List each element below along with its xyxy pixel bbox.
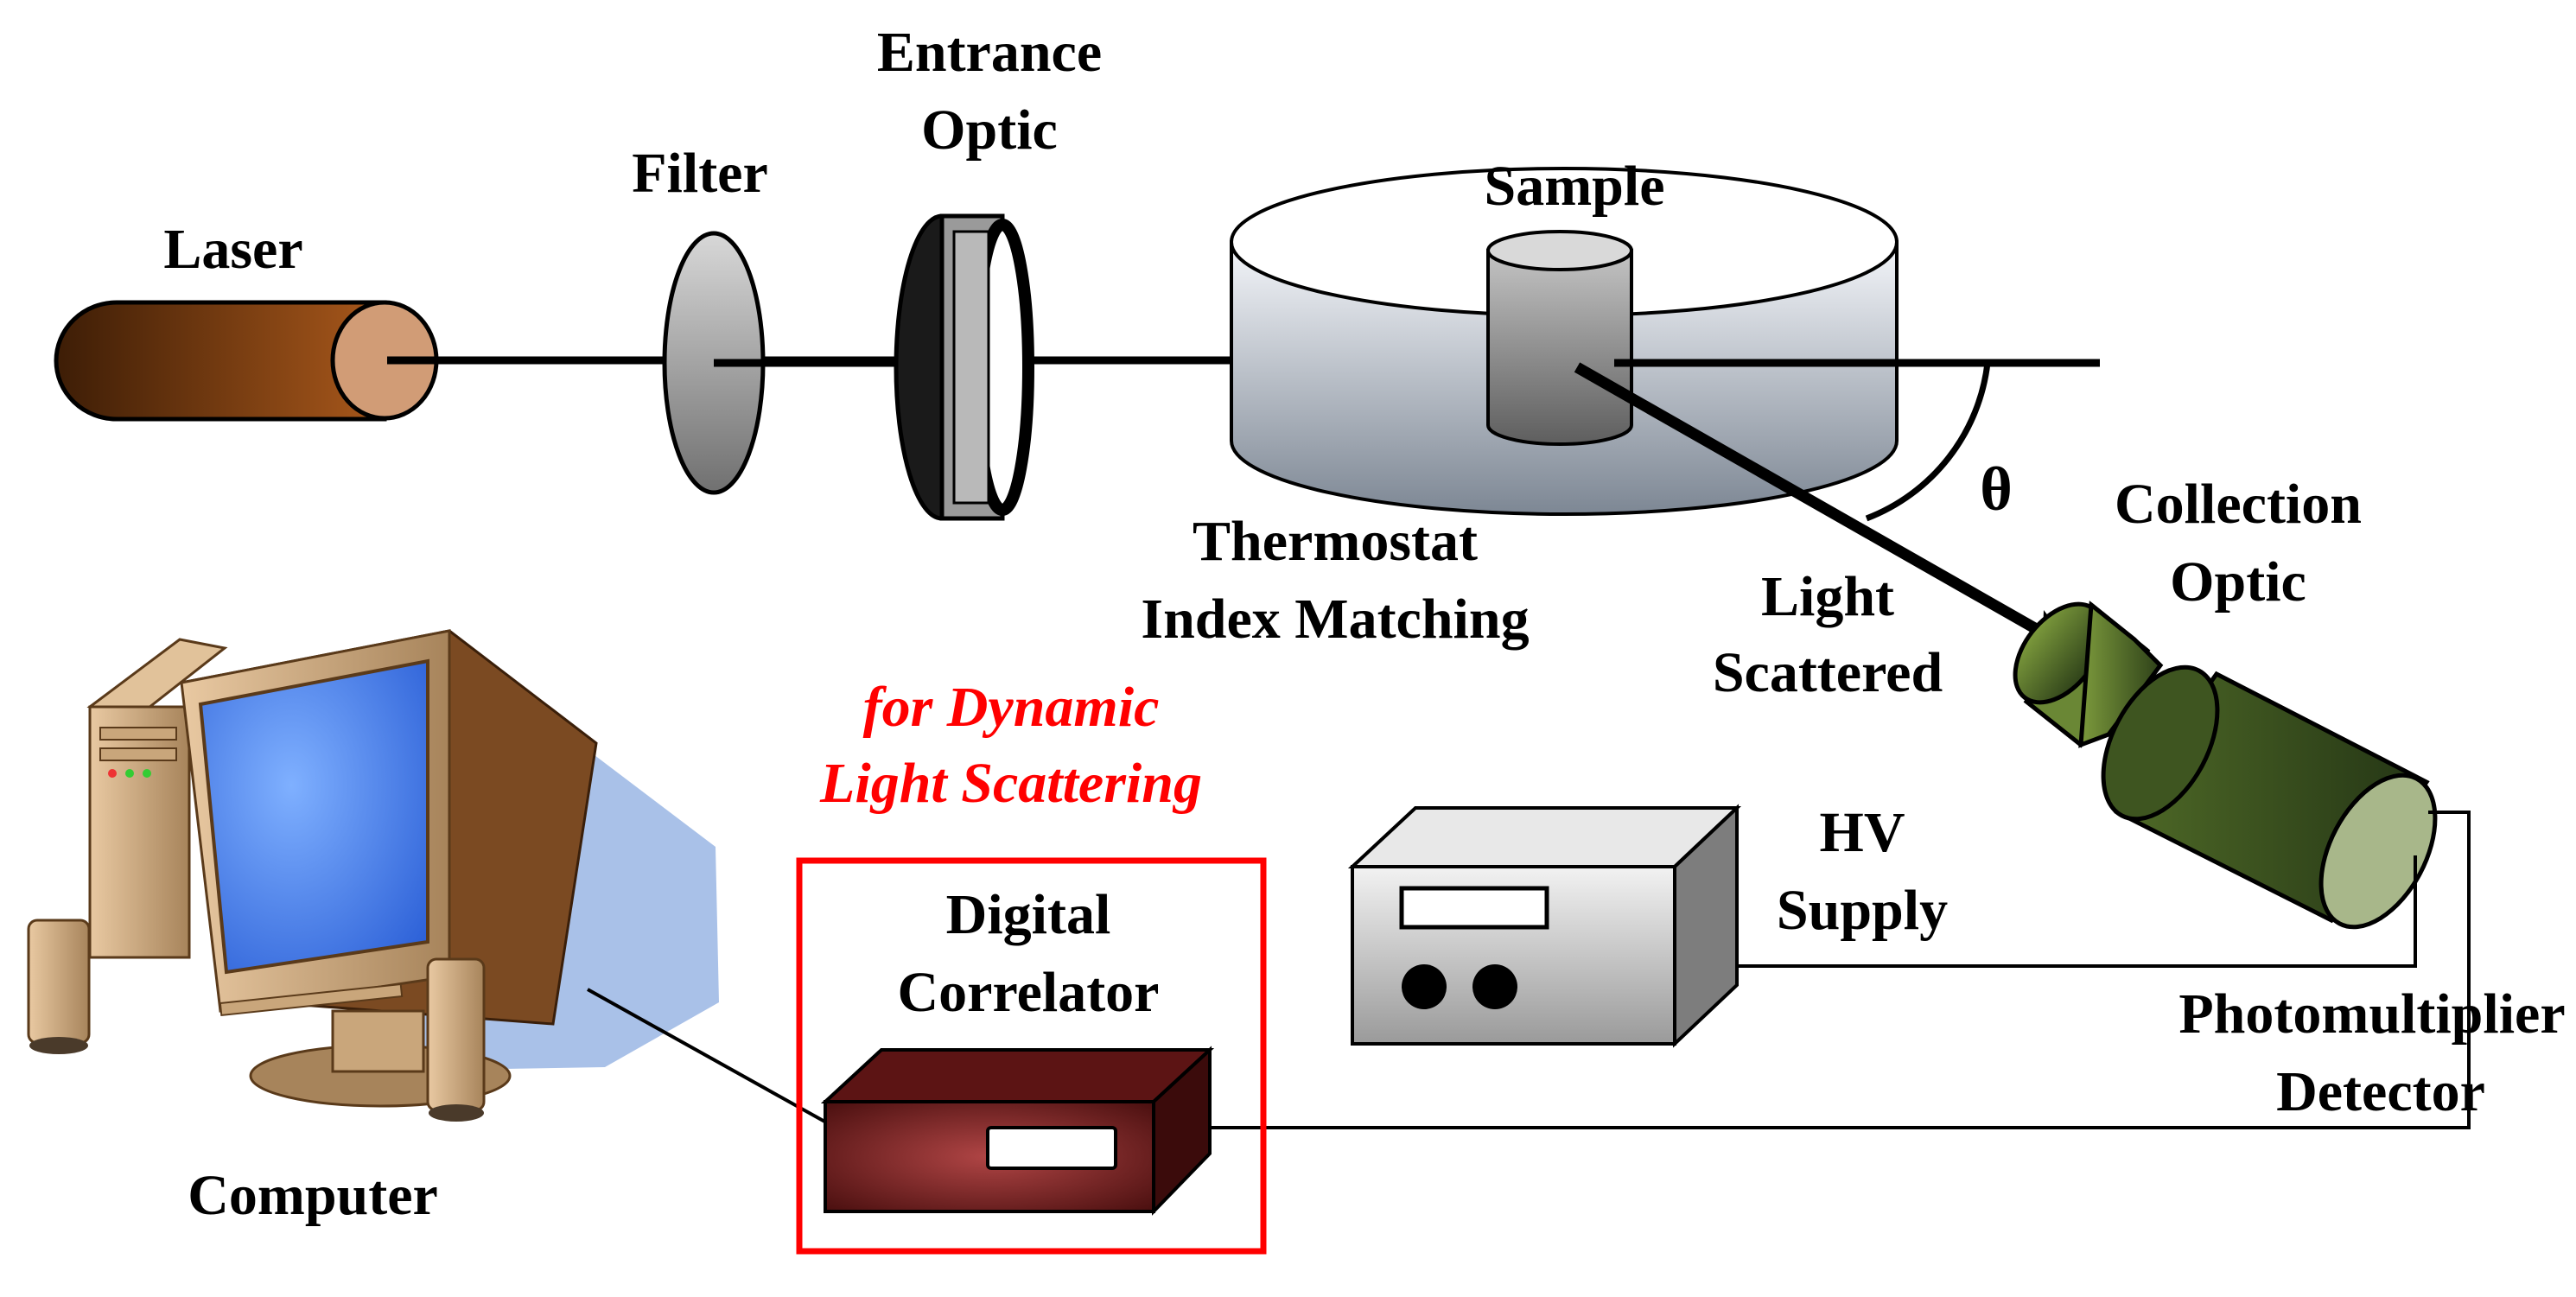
collection-optic (2013, 601, 2164, 748)
label-entrance-optic-1: Entrance (877, 21, 1102, 84)
digital-correlator (820, 1046, 1215, 1216)
label-theta: θ (1980, 455, 2013, 524)
label-light-scattered-1: Light (1761, 565, 1894, 628)
label-entrance-optic-2: Optic (921, 99, 1058, 162)
label-hv-supply-2: Supply (1777, 879, 1948, 942)
label-photomultiplier-2: Detector (2276, 1060, 2485, 1123)
speaker-left (27, 919, 91, 1045)
hv-knob-left (1402, 964, 1447, 1009)
entrance-optic (894, 213, 1034, 521)
pmt-correlator-wire (1205, 811, 2471, 1129)
label-hv-supply-1: HV (1820, 801, 1905, 864)
theta-arc (1865, 362, 1991, 522)
hv-display (1399, 886, 1549, 930)
monitor-screen (198, 658, 429, 975)
computer-tower (88, 705, 191, 959)
laser (54, 300, 439, 422)
hv-knob-right (1472, 964, 1517, 1009)
dls-highlight-box (796, 857, 1267, 1255)
label-thermostat-1: Thermostat (1193, 510, 1478, 573)
pmt-hv-wire (1707, 855, 2417, 968)
label-collection-optic-1: Collection (2115, 473, 2362, 536)
correlator-display (986, 1126, 1117, 1170)
label-digital-correlator-2: Correlator (898, 961, 1160, 1024)
label-laser: Laser (163, 218, 302, 281)
label-sample: Sample (1484, 155, 1664, 218)
computer (27, 629, 719, 1122)
label-light-scattered-2: Scattered (1713, 641, 1943, 704)
label-dls-1: for Dynamic (863, 676, 1160, 739)
label-photomultiplier-1: Photomultiplier (2178, 982, 2565, 1046)
computer-correlator-cable (587, 988, 829, 1125)
hv-supply (1347, 804, 1742, 1048)
sample-cuvette (1486, 230, 1633, 446)
photomultiplier-detector (2101, 664, 2438, 930)
label-digital-correlator-1: Digital (946, 883, 1111, 946)
speaker-right (426, 957, 486, 1112)
scattered-beam (1574, 362, 2043, 636)
label-thermostat-2: Index Matching (1141, 588, 1529, 651)
label-collection-optic-2: Optic (2170, 550, 2306, 614)
label-dls-2: Light Scattering (819, 752, 1202, 815)
label-filter: Filter (632, 142, 768, 205)
label-computer: Computer (188, 1164, 438, 1227)
